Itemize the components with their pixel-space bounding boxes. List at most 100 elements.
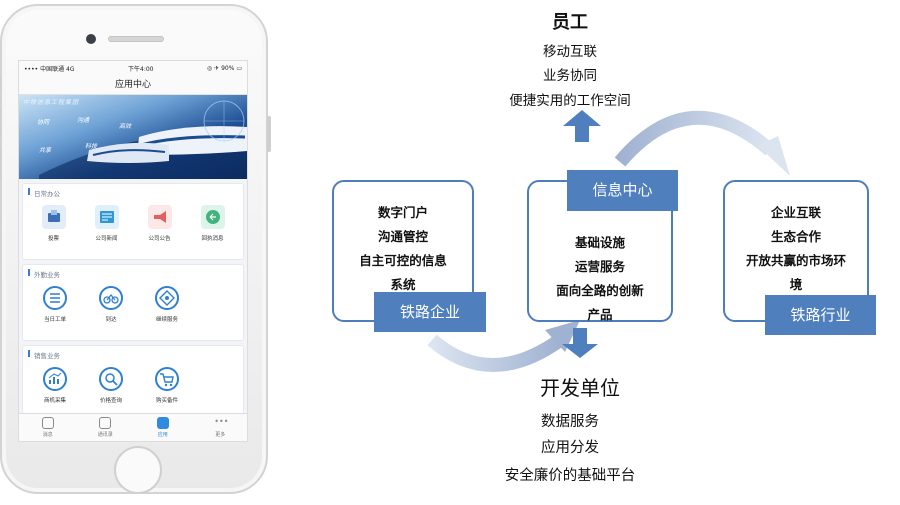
banner-word: 高效 <box>119 123 132 130</box>
reply-icon <box>200 205 225 229</box>
app-label: 到达 <box>105 317 117 323</box>
center-line: 运营服务 <box>574 259 625 274</box>
network-label: 4G <box>66 65 75 73</box>
carrier-label: 中国联通 <box>40 65 65 73</box>
more-icon: ••• <box>214 417 229 426</box>
app-vote[interactable]: 投票 <box>27 199 80 242</box>
top-line: 业务协同 <box>543 68 597 84</box>
battery-indicator: ◎ ✈ 90% ▭ <box>207 64 242 72</box>
arc-arrow-top <box>614 110 775 167</box>
phone-screen: •••• 中国联通 4G 下午4:00 ◎ ✈ 90% ▭ 应用中心 中铁信息工… <box>18 60 248 442</box>
tab-contacts[interactable]: 通讯录 <box>77 414 135 441</box>
earpiece-speaker <box>108 36 164 42</box>
app-arrive[interactable]: 到达 <box>83 280 139 323</box>
bicycle-icon <box>99 286 123 310</box>
left-line: 沟通管控 <box>377 229 428 244</box>
volume-up-button <box>0 108 1 138</box>
service-icon <box>155 286 179 310</box>
banner-word: 科技 <box>85 143 98 150</box>
section-title: 日常办公 <box>23 184 243 199</box>
left-line: 自主可控的信息 <box>359 253 447 268</box>
top-line: 便捷实用的工作空间 <box>509 93 631 109</box>
down-arrow <box>562 328 598 358</box>
search-icon <box>99 367 123 391</box>
tab-label: 消息 <box>42 432 53 438</box>
center-line: 基础设施 <box>574 235 625 250</box>
app-label: 当日工单 <box>43 317 66 323</box>
app-opportunity-collect[interactable]: 商机采集 <box>27 361 83 404</box>
tab-bar: 消息 通讯录 应用 ••• 更多 <box>19 413 248 441</box>
tab-label: 更多 <box>215 432 226 438</box>
up-arrow <box>563 110 601 142</box>
vote-icon <box>41 205 66 229</box>
home-button[interactable] <box>114 446 162 494</box>
banner-word: 协同 <box>37 119 50 126</box>
promo-banner[interactable]: 中铁信息工程集团 协同 沟通 高效 共享 科技 <box>19 95 247 179</box>
status-bar: •••• 中国联通 4G 下午4:00 ◎ ✈ 90% ▭ <box>19 61 247 75</box>
app-label: 回执消息 <box>201 236 224 242</box>
tab-label: 应用 <box>157 432 168 438</box>
app-label: 购买备件 <box>155 398 178 404</box>
front-camera <box>86 34 96 44</box>
bottom-line: 数据服务 <box>541 414 599 430</box>
power-button <box>267 116 271 152</box>
worksheet-icon <box>43 286 67 310</box>
arc-arrow-bottom <box>427 334 565 372</box>
banner-word: 共享 <box>39 147 52 154</box>
app-daily-worksheet[interactable]: 当日工单 <box>27 280 83 323</box>
arc-arrow-bottom-head <box>545 320 580 352</box>
left-line: 系统 <box>390 277 416 292</box>
news-icon <box>94 205 119 229</box>
app-reply-message[interactable]: 回执消息 <box>186 199 239 242</box>
app-continue-service[interactable]: 继续服务 <box>139 280 195 323</box>
right-tag: 铁路行业 <box>765 295 876 335</box>
nav-title: 应用中心 <box>19 75 247 95</box>
arc-arrow-top-head <box>758 136 790 176</box>
right-line: 生态合作 <box>770 229 821 244</box>
banner-word: 沟通 <box>77 117 90 124</box>
right-line: 境 <box>789 277 803 292</box>
section-title: 销售业务 <box>23 346 243 361</box>
phone-mockup: •••• 中国联通 4G 下午4:00 ◎ ✈ 90% ▭ 应用中心 中铁信息工… <box>0 4 271 494</box>
right-line: 企业互联 <box>770 205 821 220</box>
app-label: 公司公告 <box>148 236 171 242</box>
tab-more[interactable]: ••• 更多 <box>192 414 248 441</box>
center-line: 产品 <box>587 307 613 322</box>
app-label: 公司新闻 <box>95 236 118 242</box>
tab-label: 通讯录 <box>97 432 113 438</box>
top-title: 员工 <box>552 12 588 33</box>
section-title: 外勤业务 <box>23 265 243 280</box>
center-tag: 信息中心 <box>567 170 678 211</box>
center-line: 面向全路的创新 <box>556 283 644 298</box>
bottom-line: 应用分发 <box>541 440 599 456</box>
section-field-service: 外勤业务 当日工单 到达 <box>22 264 244 341</box>
apps-icon <box>156 417 169 429</box>
app-label: 价格查询 <box>99 398 122 404</box>
chart-icon <box>43 367 67 391</box>
app-company-news[interactable]: 公司新闻 <box>80 199 133 242</box>
tab-messages[interactable]: 消息 <box>19 414 77 441</box>
volume-down-button <box>0 148 1 178</box>
chat-icon <box>41 417 54 429</box>
top-line: 移动互联 <box>543 44 597 60</box>
tab-apps[interactable]: 应用 <box>134 414 192 441</box>
mute-switch <box>0 76 1 92</box>
left-tag: 铁路企业 <box>374 292 486 332</box>
app-buy-parts[interactable]: 购买备件 <box>139 361 195 404</box>
bottom-title: 开发单位 <box>540 376 620 400</box>
banner-company-text: 中铁信息工程集团 <box>23 99 80 106</box>
battery-label: 90% <box>221 64 235 72</box>
megaphone-icon <box>147 205 172 229</box>
cart-icon <box>155 367 179 391</box>
app-company-notice[interactable]: 公司公告 <box>133 199 186 242</box>
signal-carrier: •••• 中国联通 4G <box>24 65 75 73</box>
left-line: 数字门户 <box>377 205 428 220</box>
app-label: 商机采集 <box>43 398 66 404</box>
contacts-icon <box>99 417 112 429</box>
section-daily-office: 日常办公 投票 公司新闻 <box>22 183 244 260</box>
app-price-query[interactable]: 价格查询 <box>83 361 139 404</box>
clock-label: 下午4:00 <box>128 65 154 73</box>
right-line: 开放共赢的市场环 <box>745 253 846 268</box>
train-illustration <box>39 100 247 179</box>
